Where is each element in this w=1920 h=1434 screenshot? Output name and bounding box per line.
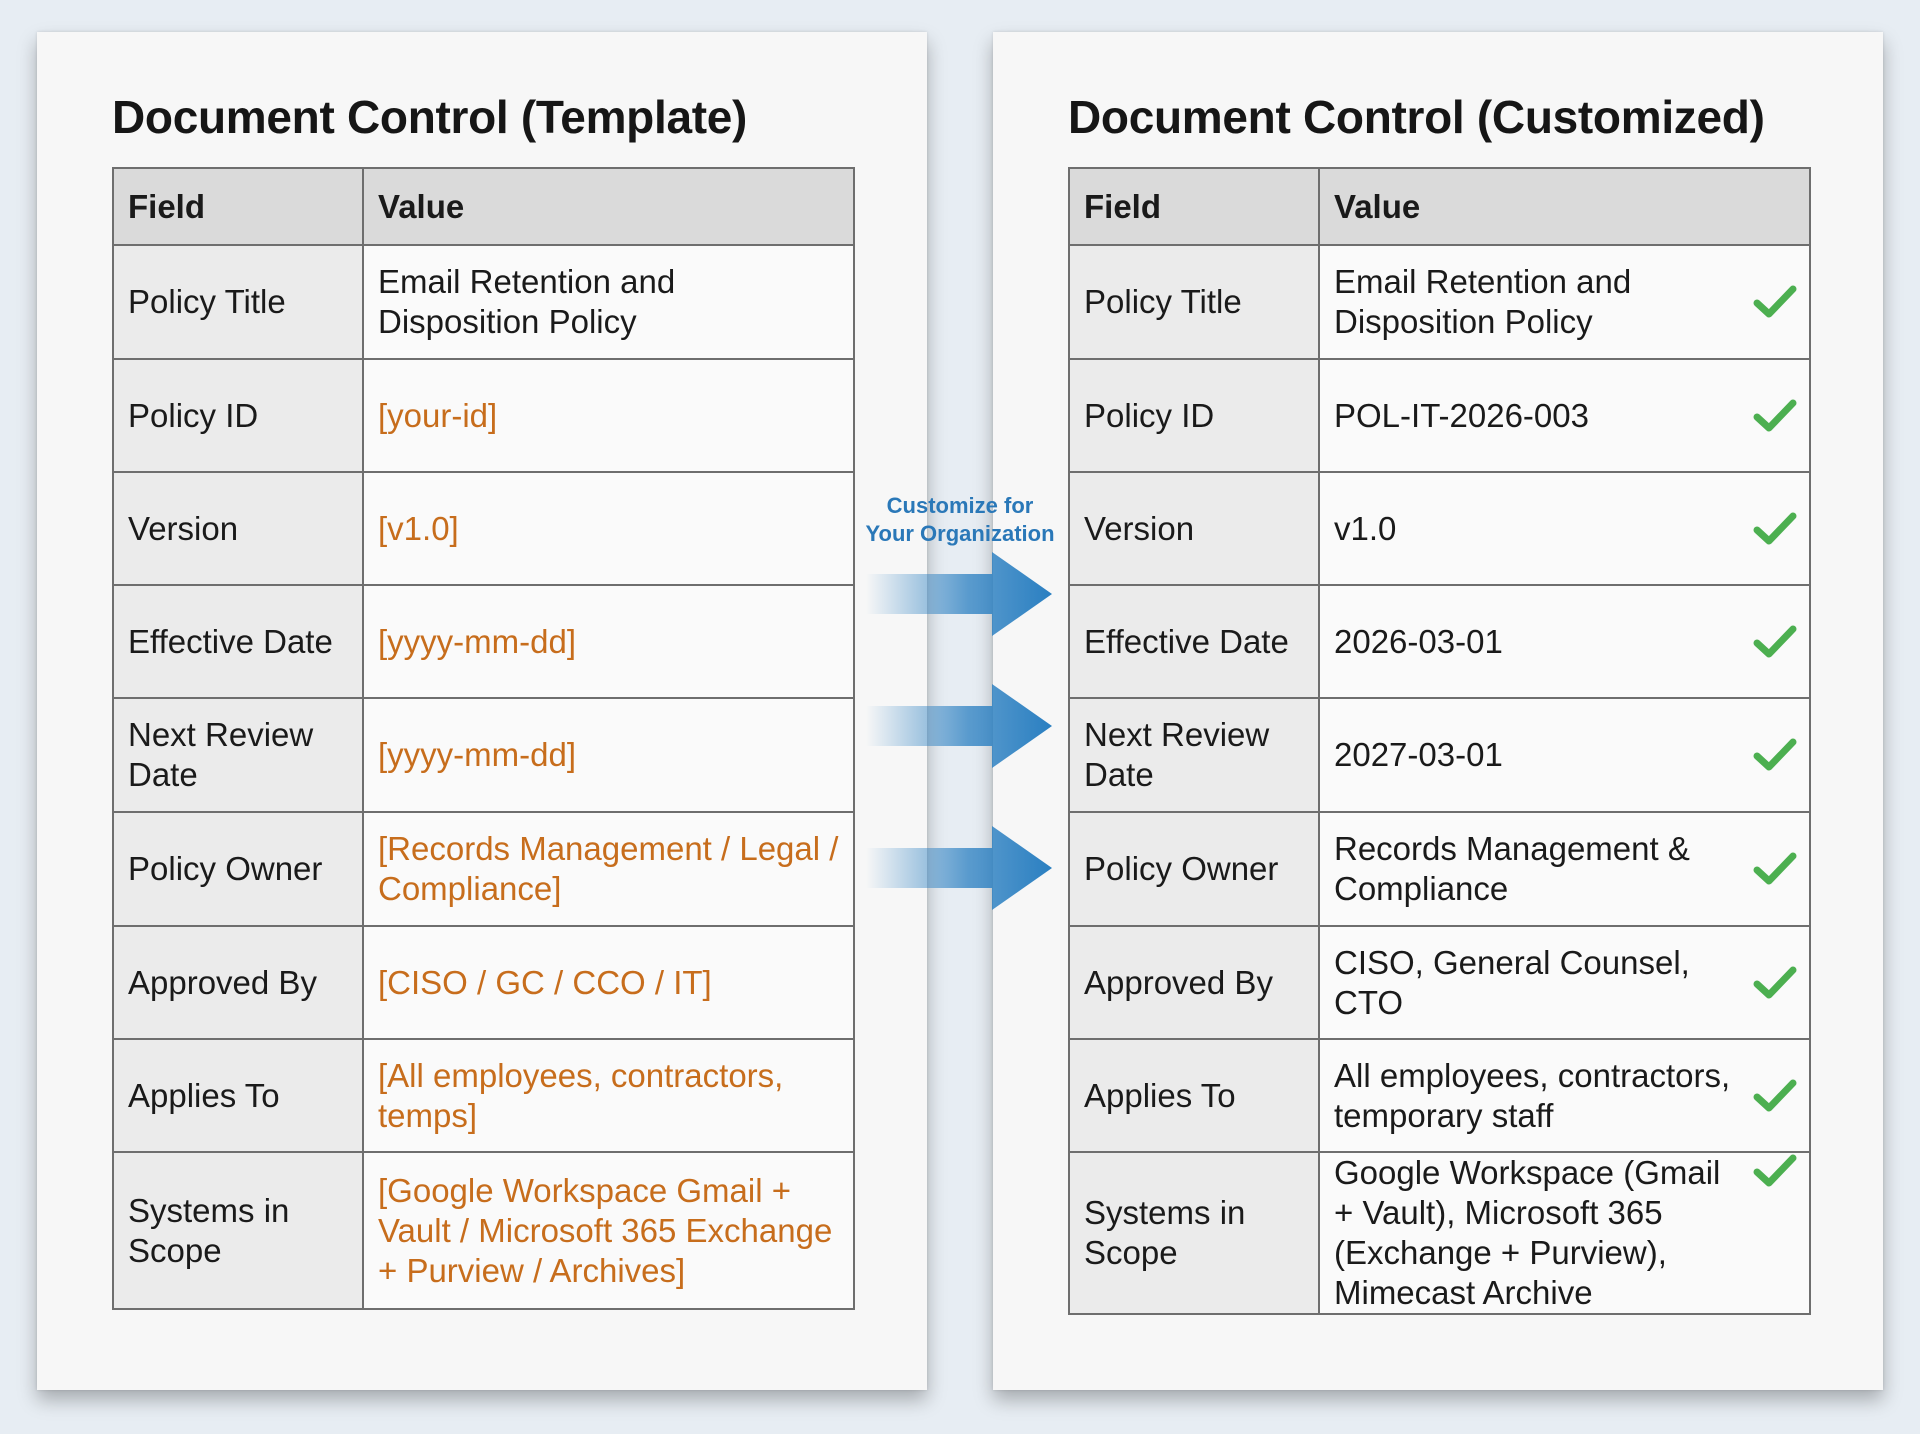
- field-systems-in-scope: Systems in Scope: [1068, 1151, 1320, 1315]
- table-row: Policy Title Email Retention and Disposi…: [1068, 244, 1811, 360]
- template-table: Field Value Policy Title Email Retention…: [112, 167, 855, 1310]
- check-icon: [1753, 851, 1797, 887]
- header-value: Value: [1318, 167, 1811, 246]
- table-row: Applies To All employees, contractors, t…: [1068, 1038, 1811, 1153]
- table-row: Next Review Date [yyyy-mm-dd]: [112, 697, 855, 813]
- field-policy-title: Policy Title: [112, 244, 364, 360]
- check-icon: [1753, 737, 1797, 773]
- check-icon: [1753, 1078, 1797, 1114]
- template-page: Document Control (Template) Field Value …: [37, 32, 927, 1390]
- value-version: [v1.0]: [362, 471, 855, 586]
- value-cell: All employees, contractors, temporary st…: [1318, 1038, 1811, 1153]
- field-policy-id: Policy ID: [112, 358, 364, 473]
- value-cell: Google Workspace (Gmail + Vault), Micros…: [1318, 1151, 1811, 1315]
- value-cell: 2027-03-01: [1318, 697, 1811, 813]
- field-approved-by: Approved By: [1068, 925, 1320, 1040]
- value-policy-id: POL-IT-2026-003: [1334, 396, 1589, 434]
- value-systems-in-scope: Google Workspace (Gmail + Vault), Micros…: [1334, 1154, 1721, 1311]
- field-applies-to: Applies To: [112, 1038, 364, 1153]
- value-policy-owner: [Records Management / Legal / Compliance…: [362, 811, 855, 927]
- table-row: Effective Date [yyyy-mm-dd]: [112, 584, 855, 699]
- field-applies-to: Applies To: [1068, 1038, 1320, 1153]
- right-arrow-icon: [866, 820, 1056, 916]
- customize-annotation-line1: Customize for: [886, 493, 1034, 518]
- value-effective-date: [yyyy-mm-dd]: [362, 584, 855, 699]
- field-policy-owner: Policy Owner: [112, 811, 364, 927]
- value-cell: Email Retention and Disposition Policy: [1318, 244, 1811, 360]
- value-policy-title: Email Retention and Disposition Policy: [362, 244, 855, 360]
- value-applies-to: [All employees, contractors, temps]: [362, 1038, 855, 1153]
- value-version: v1.0: [1334, 509, 1397, 547]
- customized-title: Document Control (Customized): [1068, 91, 1765, 143]
- value-cell: POL-IT-2026-003: [1318, 358, 1811, 473]
- right-arrow-icon: [866, 546, 1056, 642]
- field-policy-title: Policy Title: [1068, 244, 1320, 360]
- table-row: Next Review Date 2027-03-01: [1068, 697, 1811, 813]
- field-version: Version: [112, 471, 364, 586]
- field-next-review-date: Next Review Date: [112, 697, 364, 813]
- customized-page: Document Control (Customized) Field Valu…: [993, 32, 1883, 1390]
- field-effective-date: Effective Date: [112, 584, 364, 699]
- table-row: Version [v1.0]: [112, 471, 855, 586]
- table-row: Systems in Scope Google Workspace (Gmail…: [1068, 1151, 1811, 1315]
- value-policy-title: Email Retention and Disposition Policy: [1334, 263, 1632, 340]
- value-cell: 2026-03-01: [1318, 584, 1811, 699]
- check-icon: [1753, 965, 1797, 1001]
- header-field: Field: [1068, 167, 1320, 246]
- table-row: Applies To [All employees, contractors, …: [112, 1038, 855, 1153]
- field-policy-id: Policy ID: [1068, 358, 1320, 473]
- check-icon: [1753, 1153, 1797, 1189]
- value-cell: Records Management & Compliance: [1318, 811, 1811, 927]
- value-cell: v1.0: [1318, 471, 1811, 586]
- header-field: Field: [112, 167, 364, 246]
- table-header-row: Field Value: [112, 167, 855, 246]
- table-row: Policy ID POL-IT-2026-003: [1068, 358, 1811, 473]
- table-row: Version v1.0: [1068, 471, 1811, 586]
- value-policy-id: [your-id]: [362, 358, 855, 473]
- table-row: Effective Date 2026-03-01: [1068, 584, 1811, 699]
- field-next-review-date: Next Review Date: [1068, 697, 1320, 813]
- value-approved-by: CISO, General Counsel, CTO: [1334, 943, 1690, 1021]
- customize-annotation-line2: Your Organization: [865, 521, 1055, 546]
- table-header-row: Field Value: [1068, 167, 1811, 246]
- table-row: Policy Title Email Retention and Disposi…: [112, 244, 855, 360]
- customized-table: Field Value Policy Title Email Retention…: [1068, 167, 1811, 1315]
- table-row: Policy Owner Records Management & Compli…: [1068, 811, 1811, 927]
- field-policy-owner: Policy Owner: [1068, 811, 1320, 927]
- table-row: Approved By [CISO / GC / CCO / IT]: [112, 925, 855, 1040]
- value-cell: CISO, General Counsel, CTO: [1318, 925, 1811, 1040]
- table-row: Policy Owner [Records Management / Legal…: [112, 811, 855, 927]
- value-effective-date: 2026-03-01: [1334, 622, 1503, 660]
- field-systems-in-scope: Systems in Scope: [112, 1151, 364, 1310]
- value-next-review-date: 2027-03-01: [1334, 736, 1503, 773]
- check-icon: [1753, 284, 1797, 320]
- right-arrow-icon: [866, 678, 1056, 774]
- customize-annotation: Customize for Your Organization: [862, 492, 1058, 548]
- check-icon: [1753, 624, 1797, 660]
- table-row: Approved By CISO, General Counsel, CTO: [1068, 925, 1811, 1040]
- value-systems-in-scope: [Google Workspace Gmail + Vault / Micros…: [362, 1151, 855, 1310]
- template-title: Document Control (Template): [112, 91, 748, 143]
- value-applies-to: All employees, contractors, temporary st…: [1334, 1056, 1731, 1134]
- value-approved-by: [CISO / GC / CCO / IT]: [362, 925, 855, 1040]
- table-row: Policy ID [your-id]: [112, 358, 855, 473]
- table-row: Systems in Scope [Google Workspace Gmail…: [112, 1151, 855, 1310]
- header-value: Value: [362, 167, 855, 246]
- field-effective-date: Effective Date: [1068, 584, 1320, 699]
- check-icon: [1753, 511, 1797, 547]
- check-icon: [1753, 398, 1797, 434]
- field-approved-by: Approved By: [112, 925, 364, 1040]
- value-policy-owner: Records Management & Compliance: [1334, 830, 1690, 907]
- field-version: Version: [1068, 471, 1320, 586]
- value-next-review-date: [yyyy-mm-dd]: [362, 697, 855, 813]
